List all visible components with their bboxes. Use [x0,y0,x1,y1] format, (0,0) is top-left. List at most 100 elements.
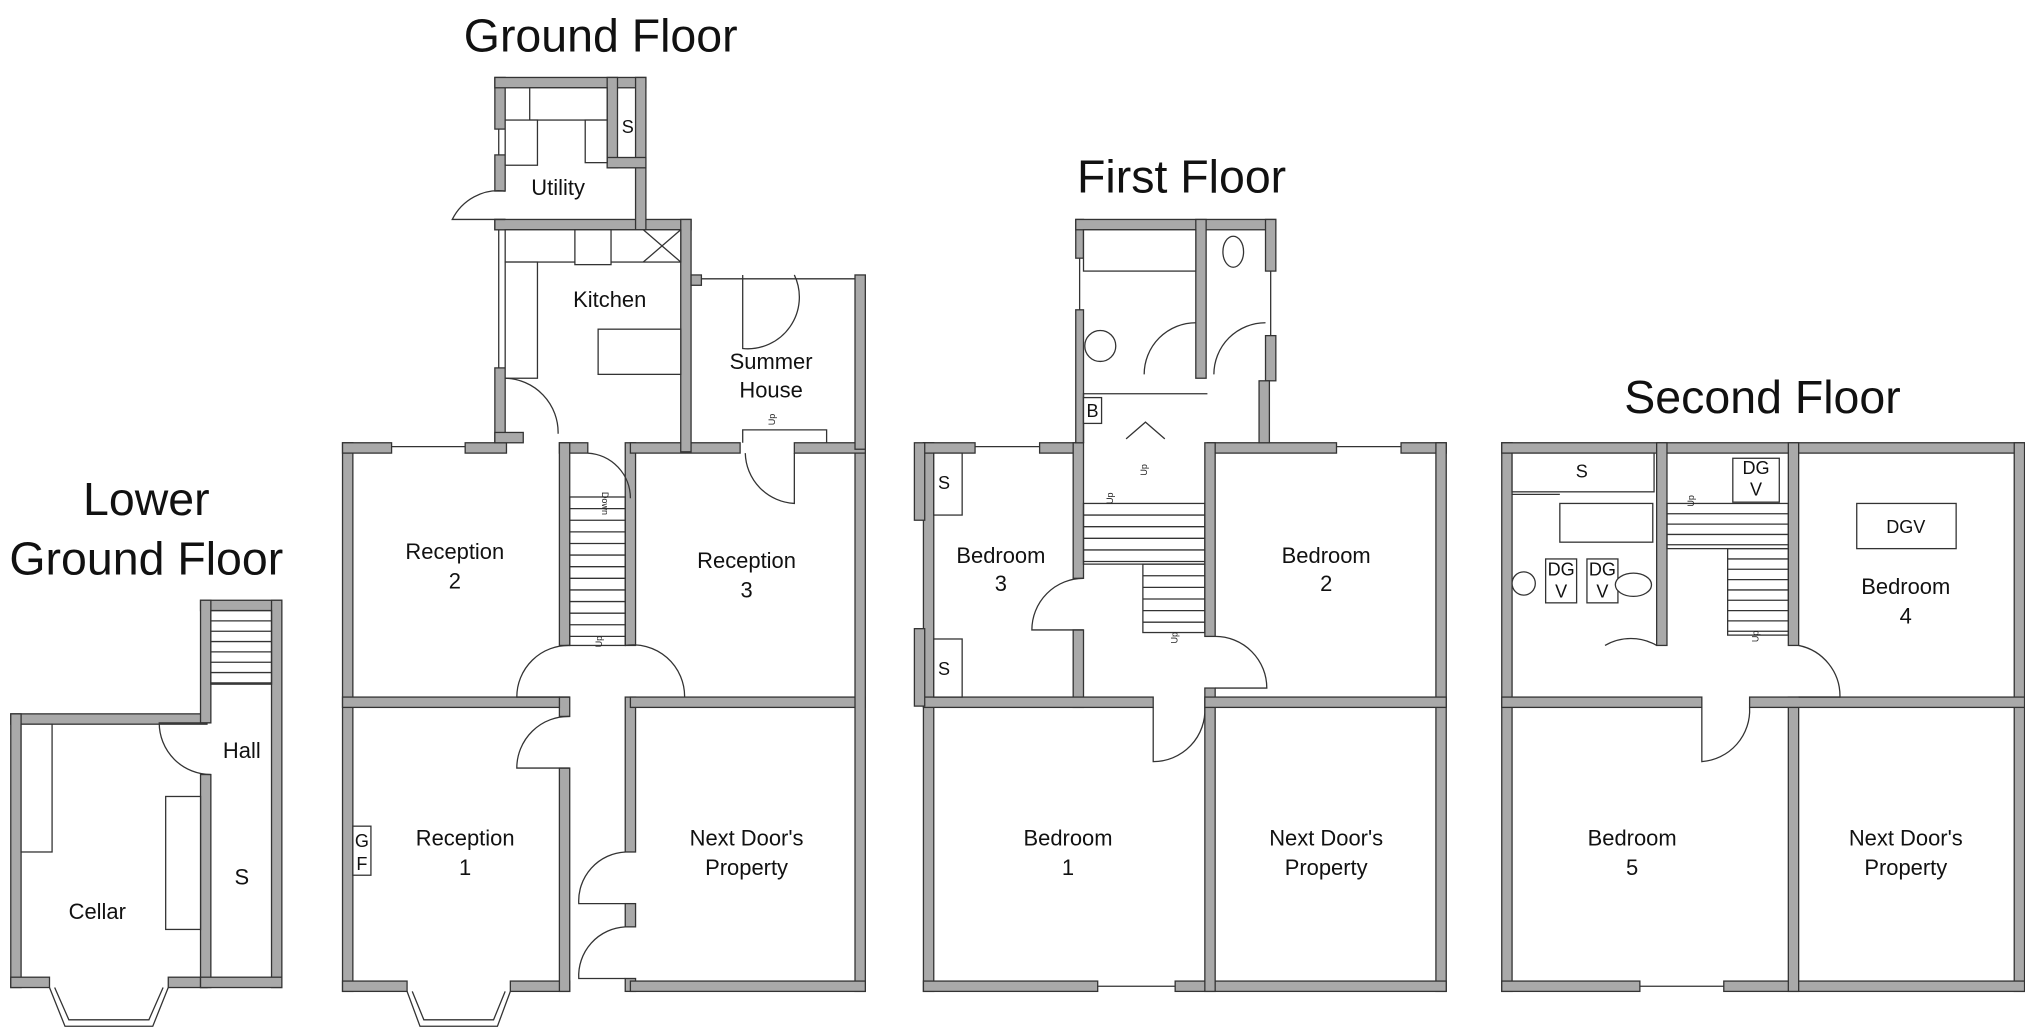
wall-segment [199,976,283,989]
stair-label-up: Up [767,414,777,426]
wall-segment [341,980,408,993]
staircase [569,496,626,647]
wall-segment [494,154,506,192]
wall-segment [341,442,354,993]
room-label-reception-3: Reception [697,548,796,573]
wall-segment [1264,334,1277,382]
wall-segment [2013,442,2025,993]
wall-segment [624,696,637,853]
room-label-bedroom-2: 2 [1320,571,1332,596]
room-label-bedroom-5: Bedroom [1588,826,1677,851]
dgv-label: DG [1743,458,1770,478]
room-label-hall: Hall [223,738,261,763]
wall-segment [270,599,283,989]
wall-segment [341,696,561,709]
second-floor-title: Second Floor [1624,371,1900,423]
wall-segment [1501,696,1703,709]
wall-segment [606,156,647,169]
room-label-bedroom-3: Bedroom [956,543,1045,568]
wall-segment [922,696,1154,709]
room-label-utility: Utility [531,175,585,200]
stair-label-up: Up [1751,631,1761,643]
wall-segment [1206,442,1338,454]
wall-segment [624,442,637,647]
gas-fire-label: G [355,831,369,851]
wall-segment [558,767,571,993]
wall-segment [634,76,647,231]
first-floor-title: First Floor [1077,150,1286,202]
wall-segment [913,442,926,521]
wall-segment [680,218,692,453]
dgv-label: DG [1548,560,1575,580]
room-label-bedroom-4: 4 [1900,603,1912,628]
room-label-next-door: Property [1864,855,1947,880]
room-label-next-door: Next Door's [1849,826,1963,851]
dgv-label: V [1750,480,1762,500]
staircase [1082,502,1206,565]
wall-segment [854,442,866,993]
wall-segment [1204,442,1216,638]
room-label-cellar: Cellar [69,899,126,924]
room-label-next-door: Property [705,855,788,880]
dgv-label: V [1555,582,1567,602]
room-label-bedroom-3: 3 [995,571,1007,596]
store-label: S [938,659,950,679]
wall-segment [1656,442,1668,647]
room-label-next-door: Next Door's [690,826,804,851]
wall-segment [494,218,692,231]
wall-segment [922,442,976,454]
wall-segment [199,599,283,612]
wall-segment [629,696,866,709]
stair-label-up: Up [1170,632,1180,644]
room-label-kitchen: Kitchen [573,287,646,312]
wall-segment [629,980,866,993]
room-label-next-door: Property [1285,855,1368,880]
wall-segment [10,976,51,989]
room-label-reception-2: 2 [449,569,461,594]
wall-segment [1501,980,1641,993]
room-label-bedroom-1: Bedroom [1024,826,1113,851]
room-label-bedroom-5: 5 [1626,855,1638,880]
wall-segment [854,274,866,450]
wall-segment [1075,218,1277,231]
wall-segment [199,599,212,724]
wall-segment [1174,980,1447,993]
wall-segment [1075,309,1085,444]
wall-segment [1072,629,1085,709]
stair-label-up: Up [1105,493,1115,505]
wall-segment [494,431,524,444]
staircase [1727,547,1789,636]
wall-segment [1501,442,2025,454]
lower-ground-title-line1: Lower [83,473,210,525]
walls [10,76,2025,993]
wall-segment [913,628,926,707]
wall-segment [1748,696,2025,709]
wall-segment [199,773,212,989]
stair-label-down: Down [600,492,610,515]
room-label-bedroom-2: Bedroom [1282,543,1371,568]
room-label-next-door: Next Door's [1269,826,1383,851]
wall-segment [1204,687,1216,993]
wall-segment [1723,980,2025,993]
wall-segment [1195,218,1207,379]
stair-label-up: Up [594,636,604,648]
wall-segment [1787,696,1800,993]
wall-segment [624,902,637,928]
wall-segment [1072,442,1085,579]
room-label-reception-1: Reception [416,826,515,851]
wall-segment [1204,696,1447,709]
wall-segment [558,696,571,718]
store-label: S [938,473,950,493]
room-label-bedroom-4: Bedroom [1861,574,1950,599]
wall-segment [922,442,935,993]
room-label-reception-2: Reception [405,539,504,564]
room-label-summer-house: Summer [730,349,813,374]
wall-segment [10,713,22,989]
dgv-label: V [1596,582,1608,602]
room-label-store: S [235,864,250,889]
room-label-reception-3: 3 [740,578,752,603]
dgv-label: DGV [1886,517,1925,537]
room-label-summer-house: House [739,378,802,403]
wall-segment [1787,442,1800,647]
